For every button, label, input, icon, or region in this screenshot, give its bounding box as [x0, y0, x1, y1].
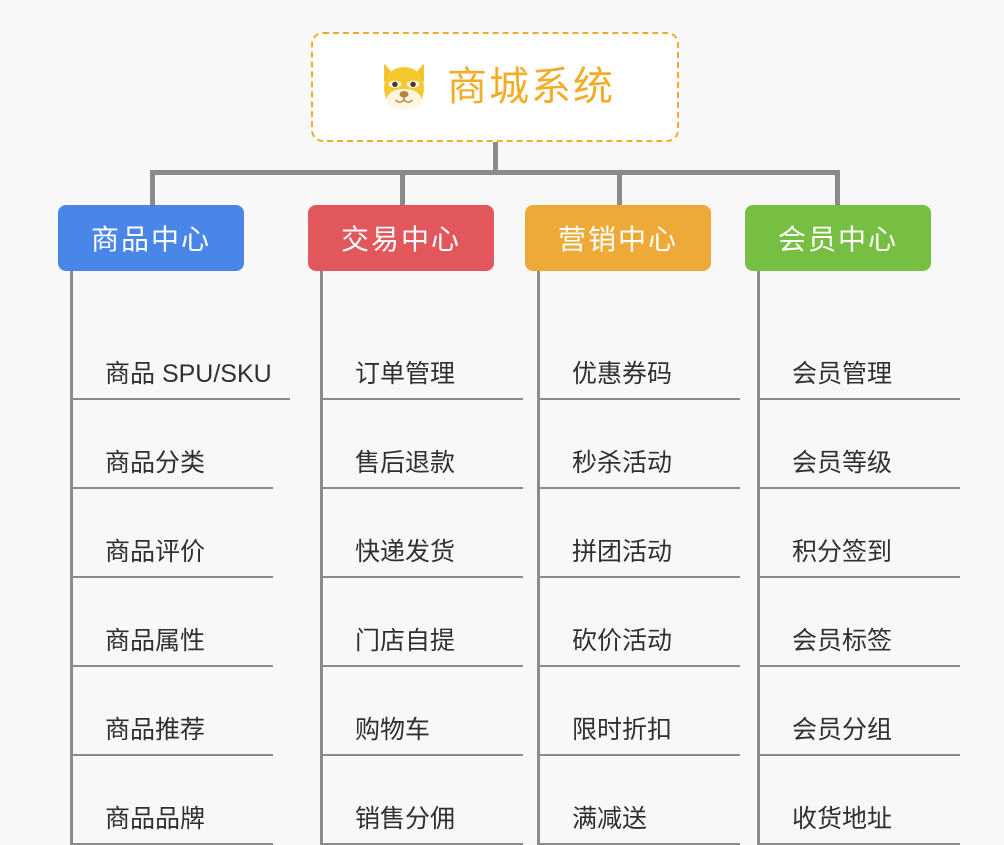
leaf-label: 售后退款	[323, 446, 523, 489]
leaf-item[interactable]: 会员分组	[760, 667, 960, 756]
leaf-item[interactable]: 限时折扣	[540, 667, 740, 756]
leaf-item[interactable]: 收货地址	[760, 756, 960, 845]
leaf-item[interactable]: 商品 SPU/SKU	[73, 311, 290, 400]
dog-face-icon	[384, 63, 424, 110]
branch-items-0: 商品 SPU/SKU 商品分类 商品评价 商品属性 商品推荐 商品品牌	[70, 271, 290, 845]
leaf-item[interactable]: 优惠券码	[540, 311, 740, 400]
branch-items-1: 订单管理 售后退款 快递发货 门店自提 购物车 销售分佣	[320, 271, 523, 845]
leaf-label: 积分签到	[760, 535, 960, 578]
leaf-item[interactable]: 商品分类	[73, 400, 273, 489]
leaf-label: 收货地址	[760, 802, 960, 845]
leaf-label: 商品分类	[73, 446, 273, 489]
leaf-label: 商品 SPU/SKU	[73, 357, 290, 400]
branch-header-3[interactable]: 会员中心	[745, 205, 931, 271]
leaf-item[interactable]: 订单管理	[323, 311, 523, 400]
branch-product-center: 商品中心 商品 SPU/SKU 商品分类 商品评价 商品属性 商品推荐 商品品牌	[58, 205, 290, 845]
leaf-item[interactable]: 秒杀活动	[540, 400, 740, 489]
connector-root-stem	[493, 142, 498, 174]
leaf-item[interactable]: 门店自提	[323, 578, 523, 667]
leaf-label: 砍价活动	[540, 624, 740, 667]
leaf-item[interactable]: 会员等级	[760, 400, 960, 489]
leaf-label: 会员分组	[760, 713, 960, 756]
leaf-item[interactable]: 购物车	[323, 667, 523, 756]
connector-drop-1	[400, 170, 405, 208]
leaf-label: 订单管理	[323, 357, 523, 400]
branch-header-1[interactable]: 交易中心	[308, 205, 494, 271]
connector-drop-3	[835, 170, 840, 208]
leaf-label: 会员等级	[760, 446, 960, 489]
leaf-item[interactable]: 快递发货	[323, 489, 523, 578]
leaf-label: 门店自提	[323, 624, 523, 667]
leaf-label: 商品属性	[73, 624, 273, 667]
leaf-label: 商品推荐	[73, 713, 273, 756]
leaf-label: 优惠券码	[540, 357, 740, 400]
leaf-item[interactable]: 商品属性	[73, 578, 273, 667]
leaf-label: 快递发货	[323, 535, 523, 578]
branch-header-0[interactable]: 商品中心	[58, 205, 244, 271]
leaf-item[interactable]: 拼团活动	[540, 489, 740, 578]
leaf-item[interactable]: 砍价活动	[540, 578, 740, 667]
leaf-label: 满减送	[540, 802, 740, 845]
leaf-label: 限时折扣	[540, 713, 740, 756]
leaf-label: 拼团活动	[540, 535, 740, 578]
leaf-item[interactable]: 商品推荐	[73, 667, 273, 756]
leaf-label: 秒杀活动	[540, 446, 740, 489]
leaf-label: 会员标签	[760, 624, 960, 667]
connector-horizontal-bar	[150, 170, 840, 175]
branch-items-3: 会员管理 会员等级 积分签到 会员标签 会员分组 收货地址	[757, 271, 960, 845]
leaf-label: 购物车	[323, 713, 523, 756]
root-node[interactable]: 商城系统	[311, 32, 679, 142]
branch-member-center: 会员中心 会员管理 会员等级 积分签到 会员标签 会员分组 收货地址	[745, 205, 960, 845]
leaf-label: 会员管理	[760, 357, 960, 400]
root-title: 商城系统	[447, 65, 615, 109]
leaf-item[interactable]: 会员管理	[760, 311, 960, 400]
leaf-label: 商品品牌	[73, 802, 273, 845]
branch-header-2[interactable]: 营销中心	[525, 205, 711, 271]
leaf-item[interactable]: 售后退款	[323, 400, 523, 489]
leaf-item[interactable]: 商品品牌	[73, 756, 273, 845]
leaf-label: 销售分佣	[323, 802, 523, 845]
branch-marketing-center: 营销中心 优惠券码 秒杀活动 拼团活动 砍价活动 限时折扣 满减送	[525, 205, 740, 845]
leaf-label: 商品评价	[73, 535, 273, 578]
connector-drop-2	[617, 170, 622, 208]
leaf-item[interactable]: 会员标签	[760, 578, 960, 667]
branch-trade-center: 交易中心 订单管理 售后退款 快递发货 门店自提 购物车 销售分佣	[308, 205, 523, 845]
branch-items-2: 优惠券码 秒杀活动 拼团活动 砍价活动 限时折扣 满减送	[537, 271, 740, 845]
leaf-item[interactable]: 商品评价	[73, 489, 273, 578]
leaf-item[interactable]: 满减送	[540, 756, 740, 845]
leaf-item[interactable]: 销售分佣	[323, 756, 523, 845]
leaf-item[interactable]: 积分签到	[760, 489, 960, 578]
connector-drop-0	[150, 170, 155, 208]
